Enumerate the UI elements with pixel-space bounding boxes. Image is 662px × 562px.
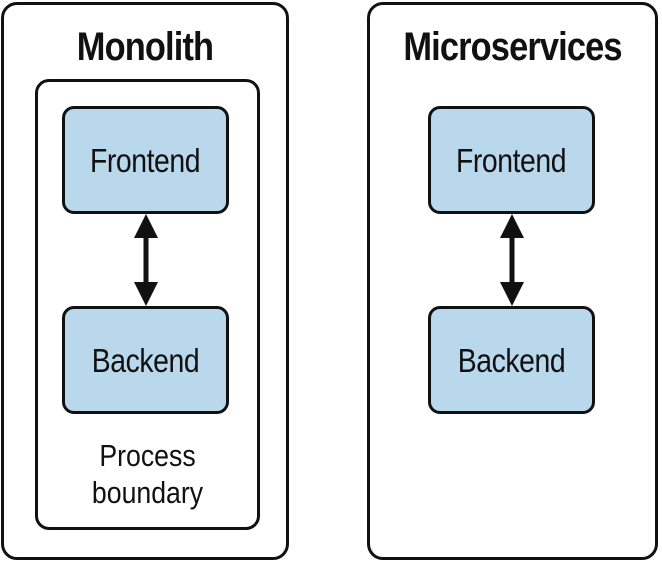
microservices-frontend-label: Frontend (456, 141, 567, 179)
microservices-bidirectional-arrow-icon (500, 214, 524, 306)
microservices-backend-box: Backend (428, 306, 595, 414)
microservices-backend-label: Backend (457, 341, 566, 379)
monolith-bidirectional-arrow-icon (134, 214, 158, 306)
monolith-frontend-box: Frontend (62, 106, 229, 214)
process-boundary-label: Process boundary (53, 437, 241, 511)
microservices-title: Microservices (403, 25, 622, 69)
process-label-line1: Process (99, 438, 196, 473)
monolith-frontend-label: Frontend (90, 141, 201, 179)
monolith-backend-box: Backend (62, 306, 229, 414)
microservices-frontend-box: Frontend (428, 106, 595, 214)
monolith-backend-label: Backend (91, 341, 200, 379)
monolith-title: Monolith (76, 25, 214, 69)
process-label-line2: boundary (91, 475, 204, 510)
